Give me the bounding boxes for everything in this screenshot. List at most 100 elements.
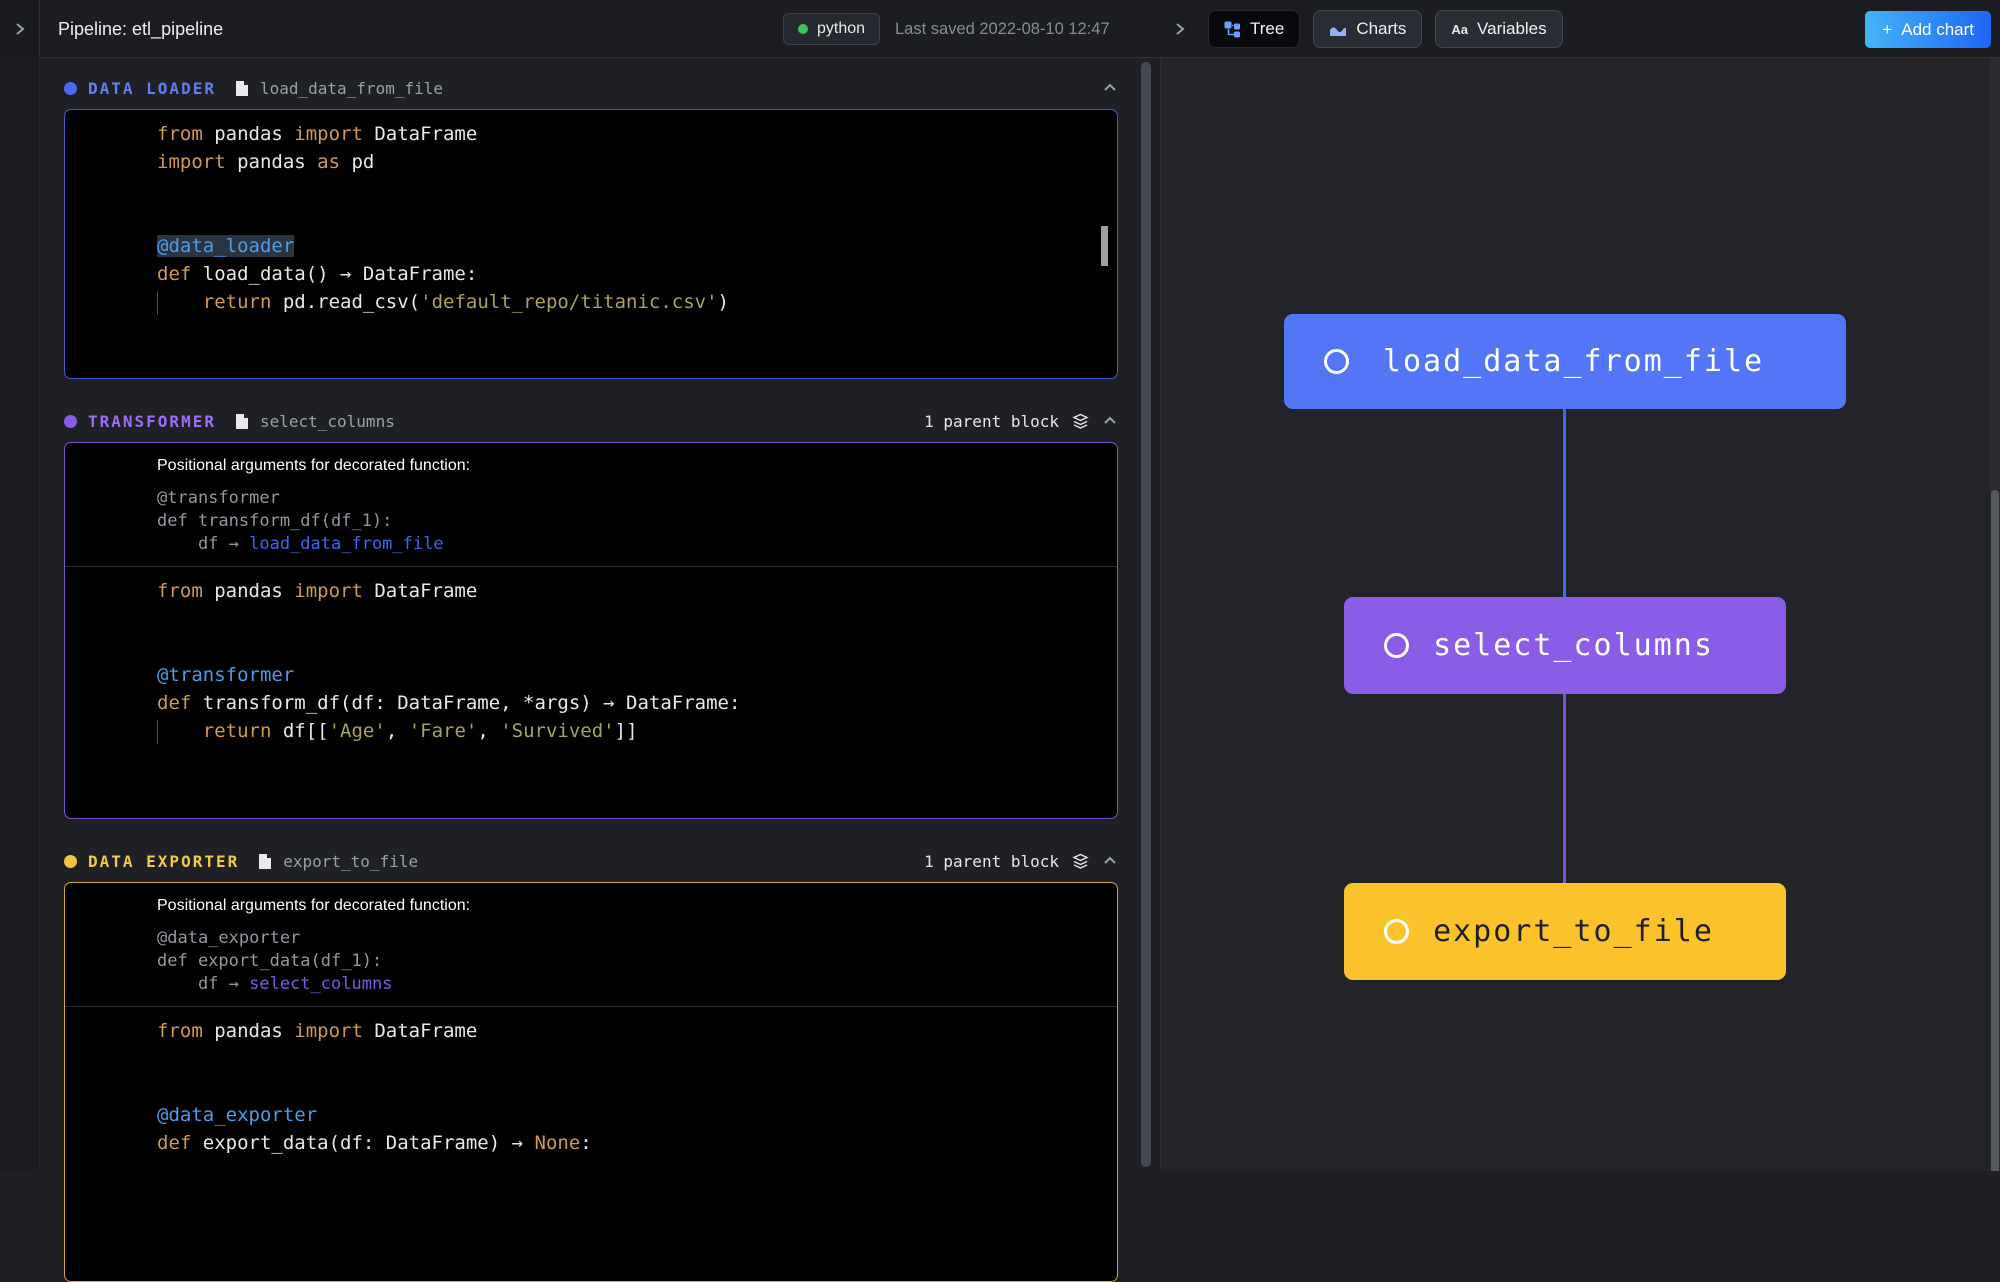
chevron-right-icon xyxy=(12,21,28,37)
block-header-data-exporter: DATA EXPORTER export_to_file 1 parent bl… xyxy=(64,840,1118,882)
code-line xyxy=(157,316,1097,344)
tab-charts[interactable]: Charts xyxy=(1313,10,1422,48)
code-line: def transform_df(df: DataFrame, *args) →… xyxy=(157,689,1097,717)
block-file-name[interactable]: load_data_from_file xyxy=(260,79,443,98)
block-type-label: DATA LOADER xyxy=(88,79,216,98)
node-label: select_columns xyxy=(1409,628,1786,663)
tree-node-export-to-file[interactable]: export_to_file xyxy=(1344,883,1786,980)
code-block-data-exporter[interactable]: Positional arguments for decorated funct… xyxy=(64,882,1118,1282)
code-line: from pandas import DataFrame xyxy=(157,1017,1097,1045)
node-label: load_data_from_file xyxy=(1349,344,1846,379)
editor-scrollbar-thumb[interactable] xyxy=(1101,226,1108,266)
code-line: from pandas import DataFrame xyxy=(157,120,1097,148)
code-line xyxy=(157,204,1097,232)
code-line xyxy=(157,1073,1097,1101)
language-badge: python xyxy=(783,13,880,45)
tab-label: Variables xyxy=(1477,19,1547,39)
code-line xyxy=(157,1045,1097,1073)
code-line: df → load_data_from_file xyxy=(157,533,1097,556)
add-chart-label: Add chart xyxy=(1901,20,1974,40)
code-line: import pandas as pd xyxy=(157,148,1097,176)
decorator-arguments-section: Positional arguments for decorated funct… xyxy=(65,883,1117,1007)
code-line: @data_loader xyxy=(157,232,1097,260)
dependency-tree-panel: load_data_from_file select_columns expor… xyxy=(1160,58,2000,1171)
chart-icon xyxy=(1329,22,1347,37)
code-line: return pd.read_csv('default_repo/titanic… xyxy=(157,288,1097,316)
block-type-dot-icon xyxy=(64,415,77,428)
code-line xyxy=(157,344,1097,372)
language-label: python xyxy=(817,20,865,38)
file-icon xyxy=(258,853,272,870)
tree-node-load-data-from-file[interactable]: load_data_from_file xyxy=(1284,314,1846,409)
decorator-arguments-section: Positional arguments for decorated funct… xyxy=(65,443,1117,567)
node-status-circle-icon xyxy=(1324,349,1349,374)
layers-icon xyxy=(1072,853,1089,870)
block-file-name[interactable]: export_to_file xyxy=(283,852,418,871)
page-title: Pipeline: etl_pipeline xyxy=(58,0,223,58)
status-dot-icon xyxy=(798,24,808,34)
text-icon: Aa xyxy=(1451,22,1468,37)
file-icon xyxy=(235,80,249,97)
code-editor[interactable]: from pandas import DataFrame @data_expor… xyxy=(65,1007,1117,1165)
code-line: @transformer xyxy=(157,661,1097,689)
file-browser-toggle[interactable] xyxy=(0,0,40,58)
extras-title: Positional arguments for decorated funct… xyxy=(157,457,1097,475)
view-tabs: Tree Charts Aa Variables xyxy=(1208,10,1563,48)
code-line: def export_data(df: DataFrame) → None: xyxy=(157,1129,1097,1157)
parent-block-count[interactable]: 1 parent block xyxy=(924,412,1059,431)
tree-node-select-columns[interactable]: select_columns xyxy=(1344,597,1786,694)
editor-panel-scrollbar[interactable] xyxy=(1141,62,1151,1167)
chevron-up-icon[interactable] xyxy=(1102,80,1118,96)
code-line: def load_data() → DataFrame: xyxy=(157,260,1097,288)
code-line: from pandas import DataFrame xyxy=(157,577,1097,605)
tab-variables[interactable]: Aa Variables xyxy=(1435,10,1562,48)
code-line: def transform_df(df_1): xyxy=(157,510,1097,533)
tab-label: Charts xyxy=(1356,19,1406,39)
code-line: @data_exporter xyxy=(157,1101,1097,1129)
code-editor[interactable]: from pandas import DataFrame @transforme… xyxy=(65,567,1117,809)
code-line: @data_exporter xyxy=(157,927,1097,950)
block-header-data-loader: DATA LOADER load_data_from_file xyxy=(64,67,1118,109)
edge-select-to-export xyxy=(1563,694,1566,883)
node-label: export_to_file xyxy=(1409,914,1786,949)
chevron-up-icon[interactable] xyxy=(1102,413,1118,429)
extras-title: Positional arguments for decorated funct… xyxy=(157,897,1097,915)
code-line xyxy=(157,633,1097,661)
chevron-up-icon[interactable] xyxy=(1102,853,1118,869)
layers-icon xyxy=(1072,413,1089,430)
edge-load-to-select xyxy=(1563,409,1566,597)
node-status-circle-icon xyxy=(1384,919,1409,944)
code-block-transformer[interactable]: Positional arguments for decorated funct… xyxy=(64,442,1118,819)
file-icon xyxy=(235,413,249,430)
last-saved-text: Last saved 2022-08-10 12:47 xyxy=(895,0,1110,58)
plus-icon: + xyxy=(1882,20,1892,40)
code-line xyxy=(157,773,1097,801)
code-line: return df[['Age', 'Fare', 'Survived']] xyxy=(157,717,1097,745)
sidekick-collapse-button[interactable] xyxy=(1172,0,1188,58)
code-line: df → select_columns xyxy=(157,973,1097,996)
tree-panel-scrollbar-thumb[interactable] xyxy=(1991,490,1999,1171)
block-type-dot-icon xyxy=(64,855,77,868)
add-chart-button[interactable]: + Add chart xyxy=(1865,11,1991,48)
tab-label: Tree xyxy=(1250,19,1284,39)
code-line: @transformer xyxy=(157,487,1097,510)
block-type-label: DATA EXPORTER xyxy=(88,852,239,871)
pipeline-editor-panel: DATA LOADER load_data_from_file from pan… xyxy=(40,58,1160,1171)
parent-block-count[interactable]: 1 parent block xyxy=(924,852,1059,871)
code-line: def export_data(df_1): xyxy=(157,950,1097,973)
tree-icon xyxy=(1224,21,1241,38)
block-type-dot-icon xyxy=(64,82,77,95)
code-line xyxy=(157,176,1097,204)
node-status-circle-icon xyxy=(1384,633,1409,658)
block-type-label: TRANSFORMER xyxy=(88,412,216,431)
block-header-transformer: TRANSFORMER select_columns 1 parent bloc… xyxy=(64,400,1118,442)
block-file-name[interactable]: select_columns xyxy=(260,412,395,431)
chevron-right-icon xyxy=(1172,21,1188,37)
tab-tree[interactable]: Tree xyxy=(1208,10,1300,48)
top-bar: Pipeline: etl_pipeline python Last saved… xyxy=(0,0,2000,58)
code-line xyxy=(157,605,1097,633)
